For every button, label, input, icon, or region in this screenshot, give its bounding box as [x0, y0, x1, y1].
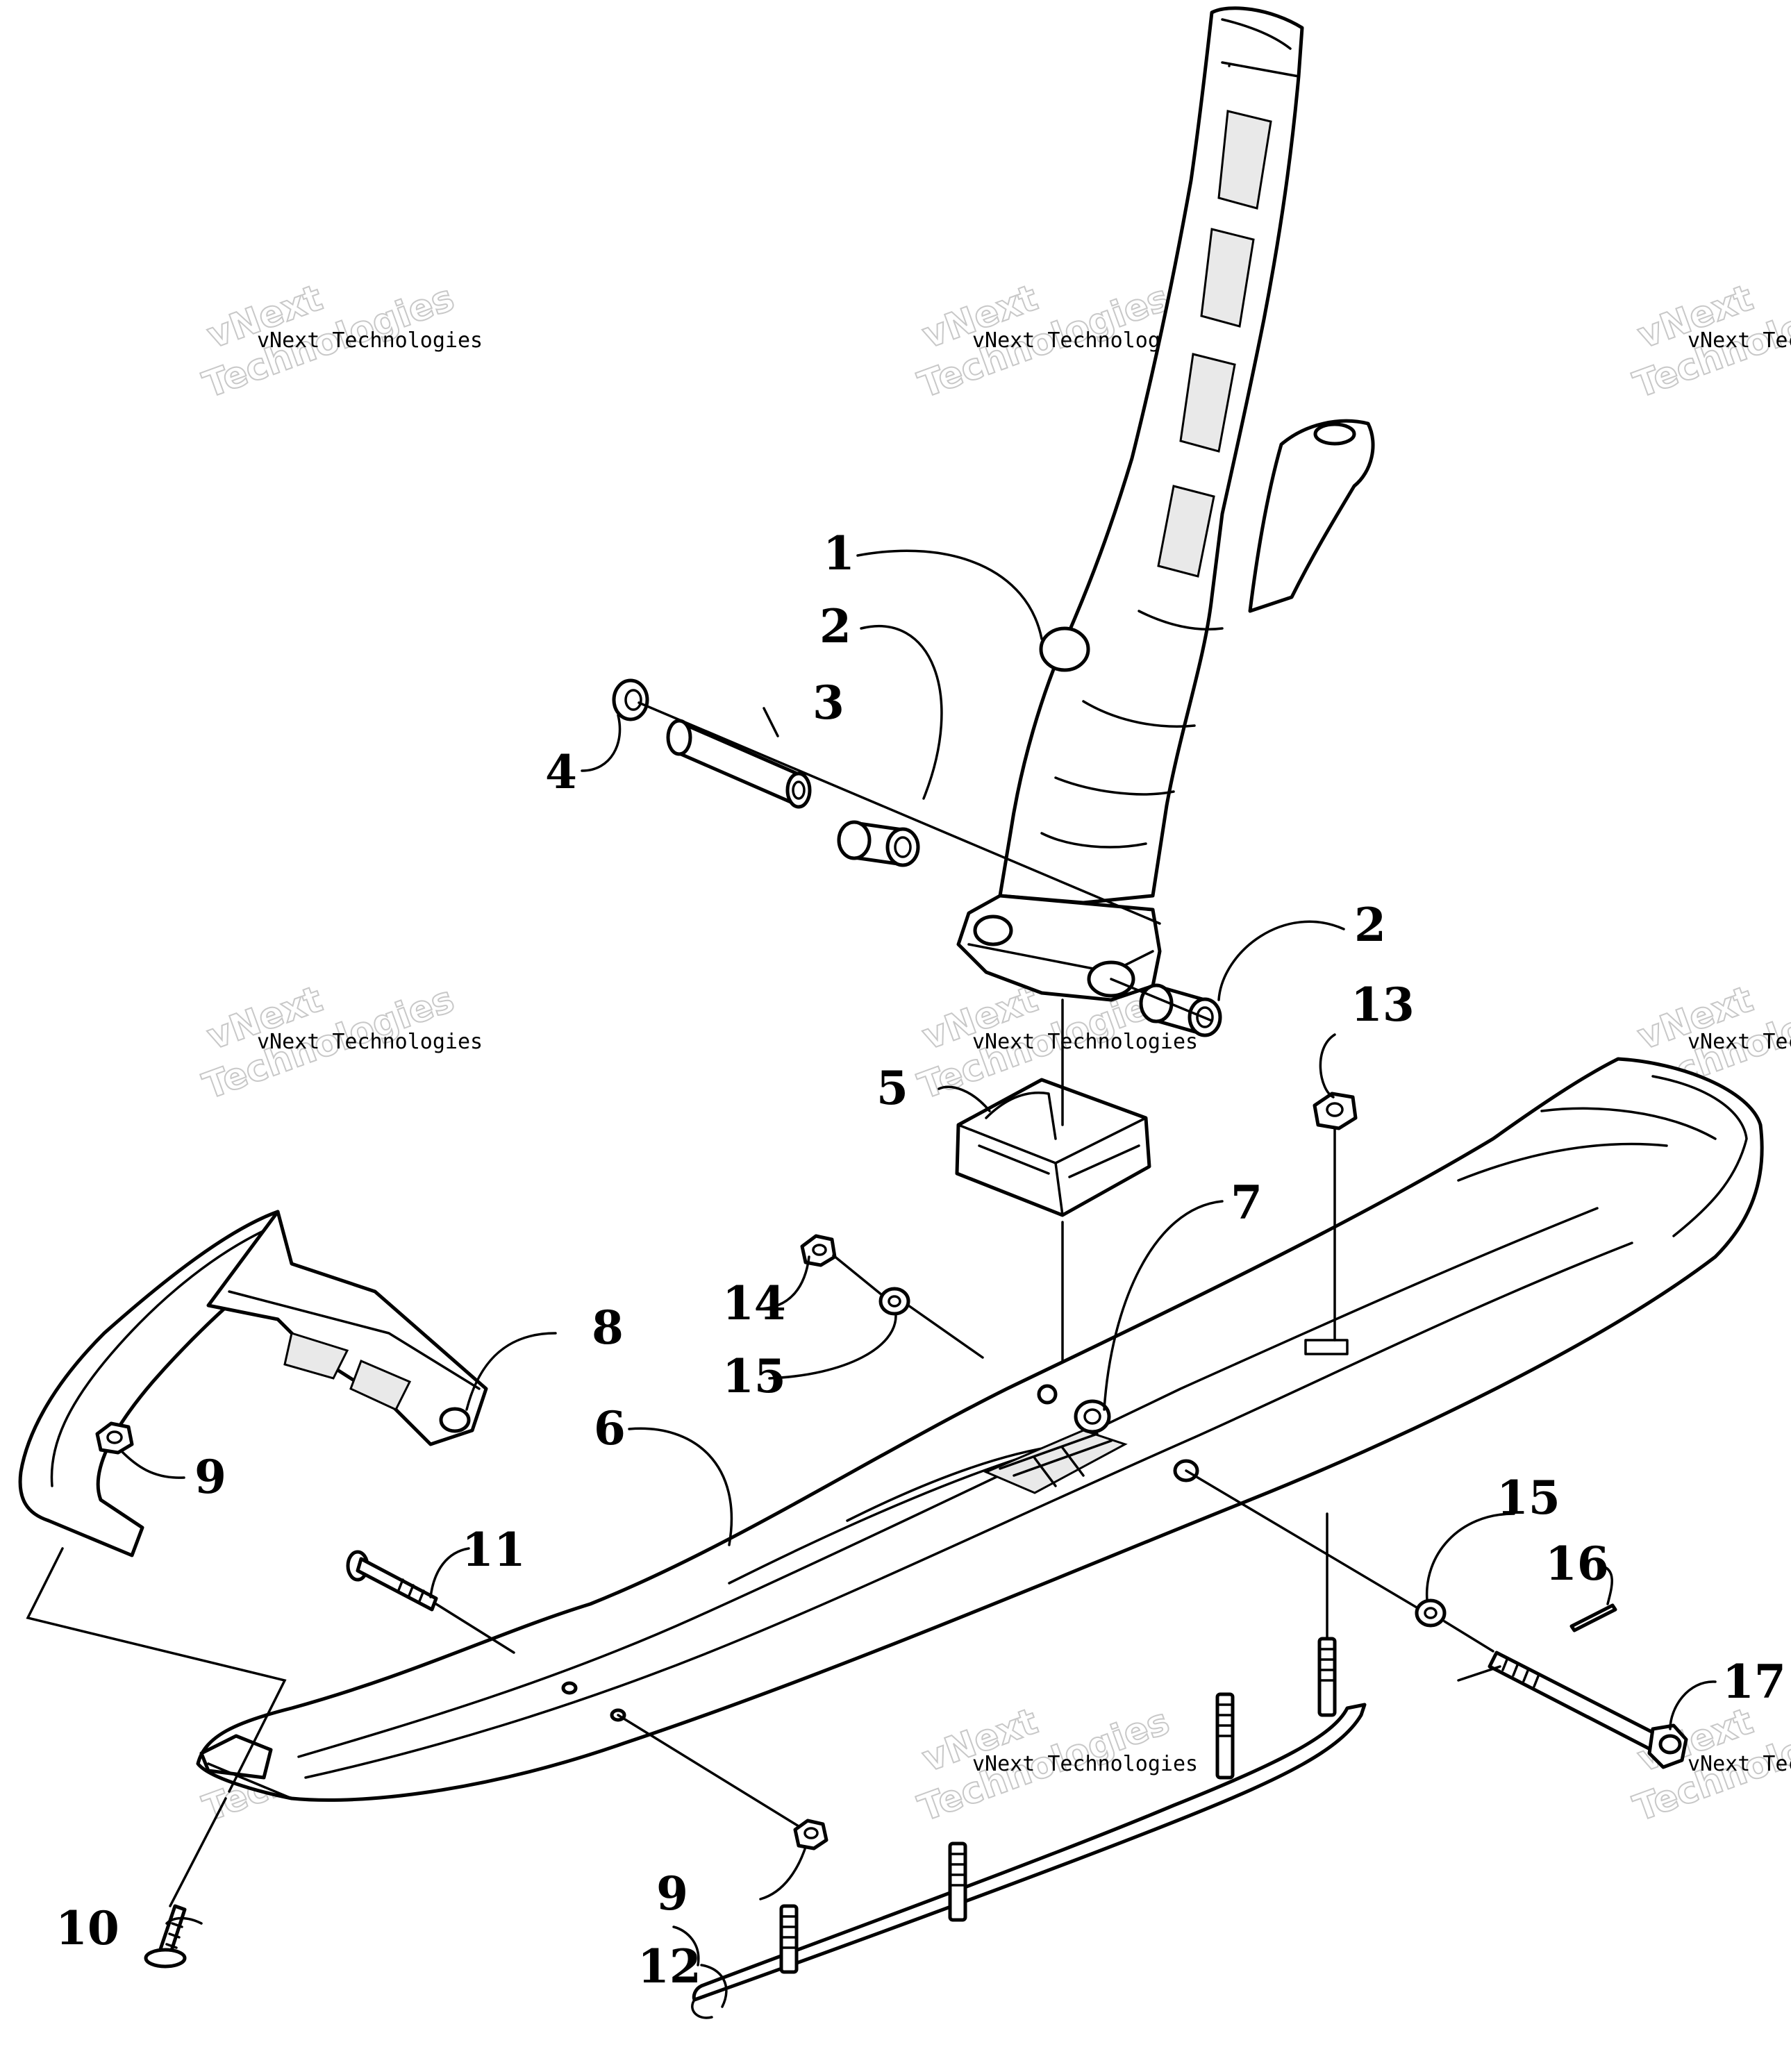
part-spindle [956, 6, 1375, 1002]
part-washer [612, 678, 649, 721]
part-runner [691, 1637, 1367, 2019]
part-bolt-long [346, 1550, 438, 1612]
callout-11: 11 [462, 1523, 526, 1577]
watermark-text: vNext Technologies [972, 1030, 1198, 1054]
callout-17: 17 [1722, 1655, 1786, 1709]
callout-5: 5 [876, 1061, 908, 1115]
callout-15: 15 [722, 1349, 786, 1403]
callout-2: 2 [1354, 898, 1386, 952]
axle-axis-line [1185, 1469, 1501, 1682]
handle-mount-line [26, 1547, 287, 1793]
part-ski-pad [955, 1078, 1151, 1217]
watermark-text: vNext Technologies [972, 1752, 1198, 1776]
part-pivot-bolt [1488, 1651, 1688, 1769]
part-ski-handle [18, 1210, 488, 1557]
part-lock-nut [1313, 1092, 1358, 1130]
callout-8: 8 [592, 1301, 624, 1355]
callout-10: 10 [56, 1901, 119, 1955]
callout-15: 15 [1497, 1471, 1560, 1525]
callout-2: 2 [819, 599, 851, 653]
bolt-axis-line [435, 1603, 515, 1654]
callout-1: 1 [823, 526, 855, 580]
watermark-text: vNext Technologies [1688, 328, 1791, 353]
nut-axis-line [832, 1254, 984, 1359]
part-washer-right [1415, 1598, 1447, 1628]
part-cotter-pin [1569, 1603, 1617, 1632]
callout-9: 9 [656, 1866, 688, 1921]
callout-3: 3 [813, 676, 844, 730]
callout-6: 6 [594, 1401, 626, 1455]
part-nut-small [800, 1234, 837, 1267]
callout-4: 4 [545, 745, 577, 799]
runner-axis-line [617, 1714, 800, 1828]
part-ski [196, 1057, 1764, 1802]
screw-axis-line [169, 1797, 227, 1907]
watermark-text: vNext Technologies [1688, 1030, 1791, 1054]
callout-16: 16 [1545, 1537, 1609, 1591]
assembly-axis-line [638, 701, 1213, 1022]
part-nut-handle [95, 1421, 134, 1455]
callout-labels: 1 2 3 4 2 13 5 7 14 8 15 6 9 15 11 16 17… [56, 526, 1786, 1994]
watermark-text: vNext Technologies [257, 1030, 483, 1054]
callout-12: 12 [638, 1939, 701, 1994]
callout-9: 9 [194, 1450, 226, 1504]
leader-lines [120, 549, 1717, 2008]
part-ski-bushing [1074, 1399, 1111, 1434]
callout-7: 7 [1231, 1176, 1263, 1230]
callout-13: 13 [1351, 978, 1415, 1032]
part-nut-ski [793, 1819, 828, 1850]
watermark-text: vNext Technologies [1688, 1752, 1791, 1776]
part-bushing-lower [1139, 983, 1222, 1037]
part-washer-left [878, 1287, 910, 1316]
part-screw [144, 1904, 187, 1969]
callout-14: 14 [722, 1276, 786, 1330]
part-sleeve [666, 719, 812, 809]
part-bushing-upper [837, 820, 920, 867]
watermark-text: vNext Technologies [257, 328, 483, 353]
